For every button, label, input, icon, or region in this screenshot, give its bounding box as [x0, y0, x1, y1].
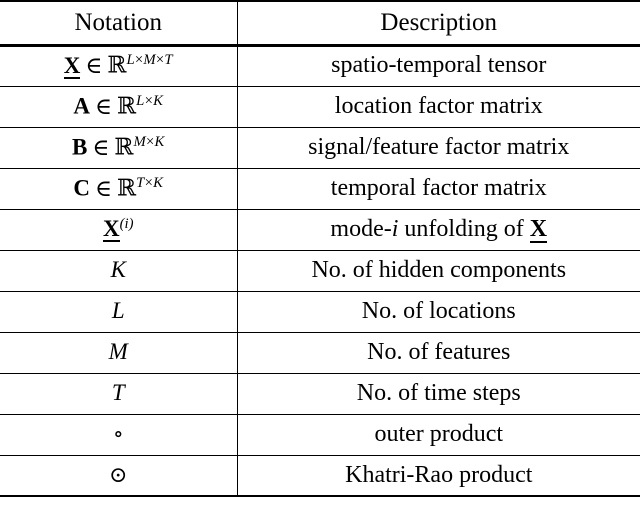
notation-cell: M [0, 331, 238, 373]
description-cell: No. of locations [237, 290, 640, 332]
description-cell: No. of features [237, 331, 640, 373]
notation-cell: ∘ [0, 413, 238, 455]
column-header-description: Description [237, 0, 640, 45]
table-header-row: Notation Description [0, 0, 640, 45]
notation-cell: L [0, 290, 238, 332]
description-text-part: unfolding of [398, 215, 530, 242]
superscript-dimensions: L×M×T [127, 52, 173, 68]
table-row: ⊙ Khatri-Rao product [0, 454, 640, 497]
matrix-symbol-c: C [73, 175, 91, 201]
table-row: C∈ℝT×K temporal factor matrix [0, 167, 640, 209]
scalar-symbol-l: L [111, 298, 125, 324]
dim-part: K [154, 134, 165, 151]
description-cell: spatio-temporal tensor [237, 44, 640, 86]
table-row: L No. of locations [0, 290, 640, 332]
tensor-symbol-x: X [63, 52, 81, 79]
relation-symbol: ∈ [95, 175, 113, 201]
tensor-symbol-x: X [529, 215, 548, 243]
relation-symbol: ∈ [92, 134, 110, 160]
mode-index-symbol: i [391, 215, 399, 242]
notation-cell: B∈ℝM×K [0, 126, 238, 168]
notation-cell: A∈ℝL×K [0, 85, 238, 127]
notation-cell: X(i) [0, 208, 238, 250]
dim-part: L [136, 93, 145, 110]
notation-cell: ⊙ [0, 454, 238, 497]
description-cell: Khatri-Rao product [237, 454, 640, 497]
dim-part: M [133, 134, 146, 151]
scalar-symbol-m: M [108, 339, 128, 365]
table-row: B∈ℝM×K signal/feature factor matrix [0, 126, 640, 168]
description-cell: signal/feature factor matrix [237, 126, 640, 168]
set-symbol-reals: ℝ [114, 134, 134, 160]
notation-cell: C∈ℝT×K [0, 167, 238, 209]
dim-part: T [136, 175, 145, 192]
ring-operator-icon: ∘ [112, 421, 124, 447]
dim-part: T [164, 51, 173, 68]
description-cell: temporal factor matrix [237, 167, 640, 209]
set-symbol-reals: ℝ [117, 93, 137, 119]
notation-cell: X∈ℝL×M×T [0, 44, 238, 86]
tensor-symbol-x: X [102, 216, 120, 243]
dim-part: K [153, 93, 164, 110]
times-icon: × [145, 134, 155, 151]
scalar-symbol-t: T [111, 380, 125, 406]
table-row: ∘ outer product [0, 413, 640, 455]
matrix-symbol-b: B [71, 134, 88, 160]
relation-symbol: ∈ [95, 93, 113, 119]
times-icon: × [144, 175, 154, 192]
superscript-dimensions: M×K [133, 134, 164, 150]
notation-cell: T [0, 372, 238, 414]
set-symbol-reals: ℝ [117, 175, 137, 201]
table-row: T No. of time steps [0, 372, 640, 414]
dim-part: K [153, 175, 164, 192]
table-row: M No. of features [0, 331, 640, 373]
description-cell: No. of hidden components [237, 249, 640, 291]
circled-dot-operator-icon: ⊙ [109, 462, 128, 488]
superscript-dimensions: L×K [136, 93, 163, 109]
superscript-dimensions: T×K [136, 175, 163, 191]
notation-table: Notation Description X∈ℝL×M×T spatio-tem… [0, 0, 640, 497]
table-body: X∈ℝL×M×T spatio-temporal tensor A∈ℝL×K l… [0, 44, 640, 497]
table-row: A∈ℝL×K location factor matrix [0, 85, 640, 127]
times-icon: × [134, 51, 144, 68]
times-icon: × [144, 93, 154, 110]
dim-part: M [143, 51, 156, 68]
table-row: X(i) mode-i unfolding of X [0, 208, 640, 250]
scalar-symbol-k: K [110, 257, 126, 283]
column-header-notation: Notation [0, 0, 238, 45]
table-row: K No. of hidden components [0, 249, 640, 291]
set-symbol-reals: ℝ [107, 52, 127, 78]
table-row: X∈ℝL×M×T spatio-temporal tensor [0, 44, 640, 86]
description-cell: outer product [237, 413, 640, 455]
description-text-part: mode- [330, 215, 392, 242]
relation-symbol: ∈ [85, 52, 103, 78]
description-cell: No. of time steps [237, 372, 640, 414]
dim-part: L [126, 51, 135, 68]
times-icon: × [155, 51, 165, 68]
matrix-symbol-a: A [73, 93, 91, 119]
description-cell: location factor matrix [237, 85, 640, 127]
superscript-mode-index: (i) [119, 215, 134, 232]
notation-cell: K [0, 249, 238, 291]
description-cell: mode-i unfolding of X [237, 208, 640, 250]
